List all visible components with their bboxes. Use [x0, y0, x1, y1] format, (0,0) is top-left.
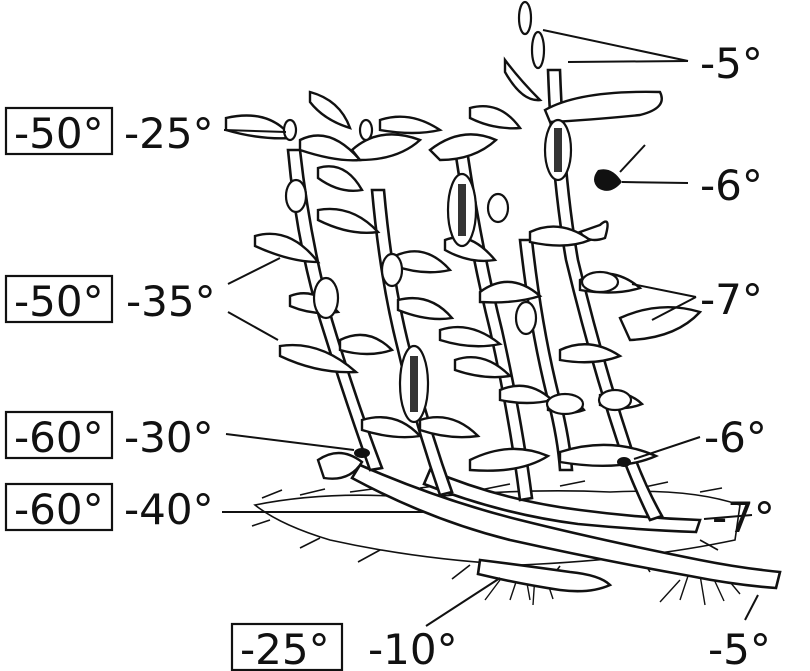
boxed-temperature-3: -60° [14, 413, 104, 462]
temperature-right-top: -5° [700, 39, 763, 88]
boxed-temperature-2: -50° [14, 277, 104, 326]
temperature-1: -25° [124, 109, 214, 158]
label-row-bottom: -25° -10° [232, 624, 458, 671]
temperature-right-ground: -7° [712, 493, 775, 542]
boxed-temperature-1: -50° [14, 109, 104, 158]
temperature-3: -30° [124, 413, 214, 462]
temperature-bottom: -10° [368, 625, 458, 671]
temperature-4: -40° [124, 485, 214, 534]
boxed-temperature-bottom: -25° [240, 625, 330, 671]
temperature-2: -35° [126, 277, 216, 326]
leaves [226, 60, 700, 479]
flower-bud [594, 145, 645, 191]
label-row-4: -60° -40° [6, 484, 214, 534]
label-row-2: -50° -35° [6, 276, 216, 326]
temperature-right-mid: -7° [700, 275, 763, 324]
label-row-1: -50° -25° [6, 108, 214, 158]
label-row-3: -60° -30° [6, 412, 214, 462]
temperature-right-bottom: -5° [708, 625, 771, 671]
temperature-right-flower: -6° [700, 161, 763, 210]
boxed-temperature-4: -60° [14, 485, 104, 534]
temperature-right-lower: -6° [704, 413, 767, 462]
